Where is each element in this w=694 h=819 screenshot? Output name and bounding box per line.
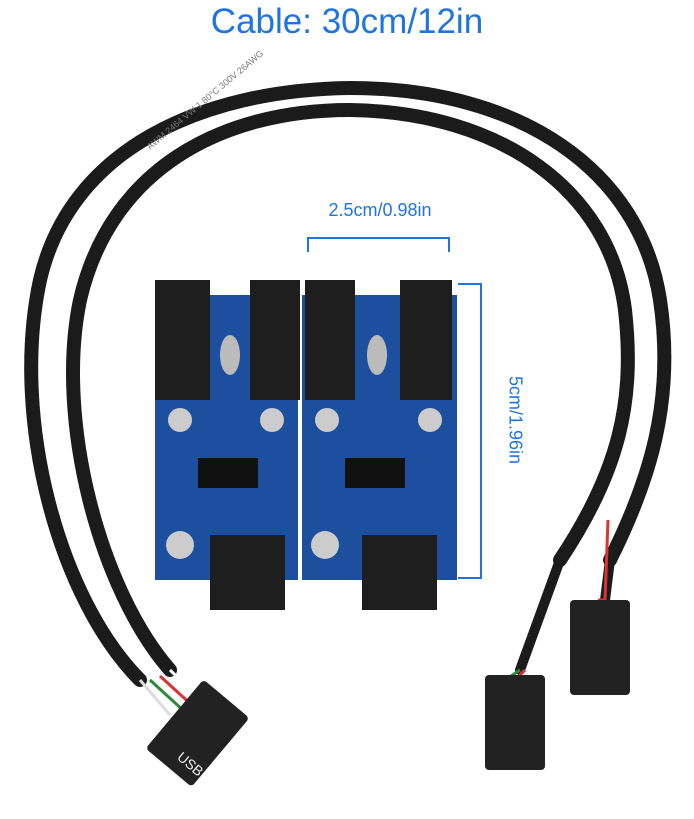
usb-connector: USB <box>147 681 248 786</box>
width-dimension-line <box>307 237 450 252</box>
cable <box>24 80 672 687</box>
cable-length-title: Cable: 30cm/12in <box>210 2 484 41</box>
fan-connector <box>485 675 545 770</box>
board-width-label: 2.5cm/0.98in <box>328 200 432 220</box>
pcb-board-left <box>155 280 300 610</box>
fan-connector <box>570 600 630 695</box>
height-dimension-line <box>458 283 482 579</box>
board-height-label: 5cm/1.96in <box>505 375 526 465</box>
pcb-board-right <box>302 280 457 610</box>
